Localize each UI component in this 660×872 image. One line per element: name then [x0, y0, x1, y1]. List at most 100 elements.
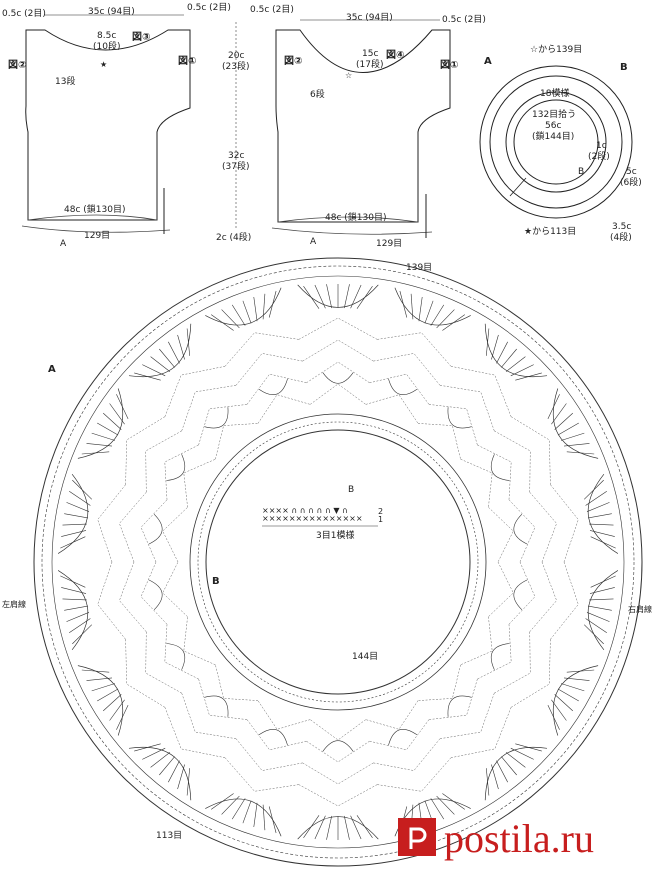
ring-top-count: ☆から139目 — [530, 44, 582, 55]
fan-stitch — [81, 451, 110, 455]
ring-schematic: ☆から139目 A B 18模様 132目拾う 56c (鎖144目) 1c (… — [479, 44, 642, 243]
height-body-rows: (37段) — [222, 160, 249, 172]
fan-stitch — [268, 290, 277, 318]
fan-stitch — [430, 304, 445, 326]
fan-stitch — [554, 412, 574, 430]
legend-b: B — [348, 485, 354, 495]
fan-stitch — [557, 688, 579, 702]
mesh-chain — [164, 366, 226, 417]
mesh-chain — [235, 353, 303, 386]
fan-stitch — [86, 443, 113, 447]
mesh-chain — [183, 616, 216, 666]
mesh-chain — [450, 707, 512, 758]
inner-fan-arc — [148, 579, 163, 611]
fan-arc — [552, 388, 599, 459]
fan-stitch — [436, 795, 455, 815]
mesh-chain — [224, 757, 299, 792]
fan-stitch — [344, 284, 350, 309]
inner-fan-arc — [204, 695, 229, 717]
fan-stitch — [515, 372, 542, 381]
chart-fans — [57, 284, 619, 840]
fan-arc — [484, 323, 548, 378]
back-top-right-edge: 0.5c (2目) — [442, 14, 486, 25]
fan-stitch — [563, 677, 590, 681]
fan-stitch — [430, 798, 445, 820]
fan-stitch — [102, 412, 122, 430]
ring-band-b: 1c — [596, 141, 607, 151]
mesh-chain — [257, 394, 311, 424]
mesh-chain — [97, 484, 126, 563]
ring-band-arrow — [509, 177, 527, 197]
mesh-chain — [215, 664, 259, 701]
ring-band-circle — [489, 75, 623, 209]
fan-arc — [205, 287, 282, 326]
fan-stitch — [69, 490, 91, 506]
fan-stitch — [242, 300, 252, 324]
mesh-chain — [428, 404, 478, 446]
back-outline — [275, 29, 451, 223]
ring-inner-chain: (鎖144目) — [532, 130, 574, 142]
mesh-chain — [477, 624, 512, 680]
inner-fan-arc — [322, 372, 354, 384]
mesh-chain — [373, 738, 441, 771]
inner-fan-arc — [388, 728, 418, 746]
ring-label-a: A — [484, 56, 492, 67]
fan-stitch — [590, 536, 616, 549]
fan-stitch — [326, 284, 332, 309]
fan-stitch — [350, 284, 362, 309]
fan-stitch — [547, 394, 560, 420]
mesh-chain — [377, 332, 452, 367]
fan-stitch — [588, 605, 612, 611]
stitch-legend: B ×××× ∩ ∩ ∩ ∩ ∩ ▼ ∩ ××××××××××××××× 2 1… — [262, 485, 383, 541]
front-armhole-rows: 13段 — [55, 75, 75, 87]
fan-stitch — [588, 513, 612, 519]
inner-fan-arc — [490, 454, 510, 481]
legend-row-1-stitches: ××××××××××××××× — [262, 514, 363, 523]
fan-stitch — [501, 756, 517, 776]
mesh-chain — [246, 373, 307, 405]
ring-repeats: 18模様 — [540, 87, 569, 99]
fan-stitch — [231, 798, 246, 820]
fan-arc — [484, 746, 548, 801]
front-top-right-edge: 0.5c (2目) — [187, 2, 231, 13]
mesh-chain — [488, 561, 514, 617]
mesh-chain — [145, 430, 182, 493]
height-armhole-rows: (23段) — [222, 60, 249, 72]
fan-stitch — [242, 800, 252, 824]
fan-stitch — [142, 364, 166, 377]
chart-bottom-count: 113目 — [156, 830, 182, 841]
mesh-chain — [450, 366, 512, 417]
fan-stitch — [585, 618, 607, 634]
ring-band-b-rows: (2段) — [588, 150, 610, 162]
fan-stitch — [177, 334, 185, 360]
fan-stitch — [418, 296, 423, 322]
fan-stitch — [566, 669, 595, 673]
ring-mid-circle — [505, 91, 607, 193]
mesh-chain — [198, 678, 248, 720]
mesh-chain — [310, 719, 366, 741]
chart-band-b-ring — [197, 421, 479, 703]
ring-band-a: 5c — [626, 167, 637, 177]
back-hem-line — [277, 216, 419, 223]
fan-stitch — [159, 756, 175, 776]
mesh-chain — [125, 416, 166, 485]
fan-stitch — [97, 422, 119, 436]
mesh-chain — [198, 404, 248, 446]
fan-stitch — [64, 605, 88, 611]
fan-stitch — [505, 752, 526, 768]
mesh-chain — [460, 616, 493, 666]
fan-stitch — [442, 314, 465, 331]
mesh-chain — [183, 458, 216, 508]
fan-stitch — [436, 309, 455, 329]
fan-stitch — [268, 806, 277, 834]
front-fig1-label: 図① — [178, 55, 196, 67]
fan-stitch — [314, 284, 326, 309]
front-hem-width: 48c (鎖130目) — [64, 203, 125, 215]
mesh-chain — [140, 561, 168, 625]
front-hem-line — [27, 214, 158, 221]
fan-stitch — [109, 699, 125, 721]
fan-stitch — [561, 432, 585, 441]
fan-stitch — [150, 356, 171, 372]
mesh-chain — [494, 430, 531, 493]
